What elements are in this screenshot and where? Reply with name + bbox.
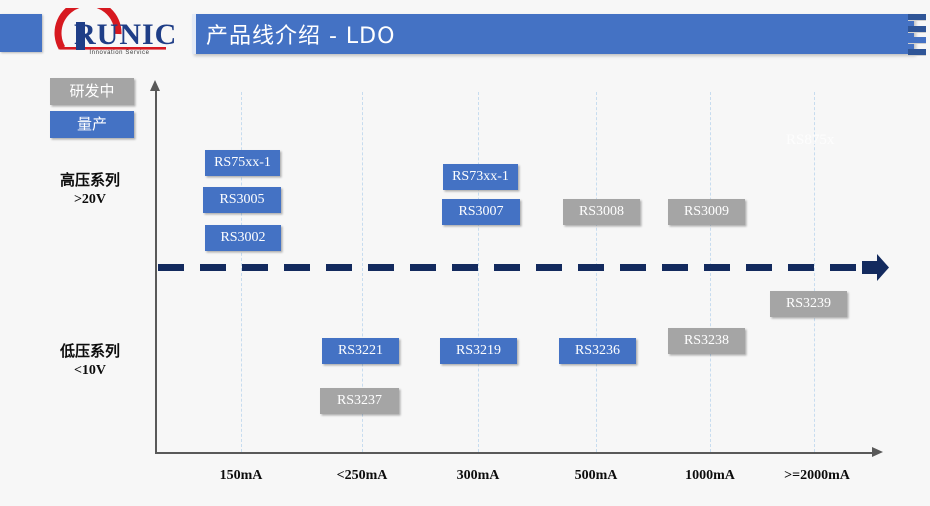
product-box-rs3007[interactable]: RS3007 [442, 199, 520, 225]
high-voltage-group-label: 高压系列 >20V [28, 170, 152, 209]
legend-item-in-development[interactable]: 研发中 [50, 78, 134, 105]
header-left-accent-block [0, 14, 42, 52]
gridline-150ma [241, 92, 242, 452]
product-box-rs3221[interactable]: RS3221 [322, 338, 399, 364]
high-voltage-title: 高压系列 [59, 171, 120, 189]
header-right-bar-2 [908, 25, 926, 33]
product-box-rs3005[interactable]: RS3005 [203, 187, 281, 213]
legend: 研发中 量产 [50, 78, 134, 144]
product-box-rs3008[interactable]: RS3008 [563, 199, 640, 225]
low-voltage-range: <10V [73, 363, 107, 378]
product-box-rs3238[interactable]: RS3238 [668, 328, 745, 354]
product-box-rs3237[interactable]: RS3237 [320, 388, 399, 414]
xtick-500ma: 500mA [574, 468, 618, 483]
y-axis-arrow-icon [150, 80, 160, 91]
xtick-150ma: 150mA [219, 468, 263, 483]
product-box-rs3239[interactable]: RS3239 [770, 291, 847, 317]
product-box-rs3009[interactable]: RS3009 [668, 199, 745, 225]
low-voltage-title: 低压系列 [59, 342, 120, 360]
runic-logo-tagline: Innovation Service [89, 50, 150, 56]
slide-title-bar: 产品线介绍 - LDO [192, 14, 914, 54]
runic-logo-mark: RUNIC [54, 0, 177, 51]
y-axis-line [155, 88, 157, 453]
product-box-rs73xx-1[interactable]: RS73xx-1 [443, 164, 518, 190]
gridline-250ma [362, 92, 363, 452]
xtick-1000ma: 1000mA [685, 468, 735, 483]
product-box-rs3236[interactable]: RS3236 [559, 338, 636, 364]
product-box-rs3002[interactable]: RS3002 [205, 225, 281, 251]
gridline-2000ma [814, 92, 815, 452]
low-voltage-group-label: 低压系列 <10V [28, 341, 152, 380]
title-accent-bar [192, 14, 196, 54]
xtick-250ma: <250mA [336, 468, 388, 483]
page-title: 产品线介绍 - LDO [206, 24, 396, 49]
xtick-2000ma: >=2000mA [784, 468, 850, 483]
xtick-300ma: 300mA [456, 468, 500, 483]
x-axis-arrow-icon [872, 447, 883, 457]
product-box-rs3219[interactable]: RS3219 [440, 338, 517, 364]
high-voltage-range: >20V [73, 192, 107, 207]
divider-arrow-icon [860, 253, 890, 282]
gridline-300ma [478, 92, 479, 452]
svg-text:RUNIC: RUNIC [74, 18, 177, 51]
product-box-rs75xx-1[interactable]: RS75xx-1 [205, 150, 280, 176]
gridline-500ma [596, 92, 597, 452]
header-right-bar-4 [908, 48, 926, 56]
x-axis-line [155, 452, 875, 454]
header-right-bar-1 [908, 14, 926, 21]
voltage-divider-dashed-line [158, 264, 858, 271]
gridline-1000ma [710, 92, 711, 452]
runic-logo: RUNIC Innovation Service [52, 0, 187, 64]
header-right-bar-3 [908, 37, 926, 45]
legend-item-mass-production[interactable]: 量产 [50, 111, 134, 138]
header-right-decoration [908, 14, 926, 56]
product-label-rs875x-faint: RS875x [786, 132, 835, 148]
